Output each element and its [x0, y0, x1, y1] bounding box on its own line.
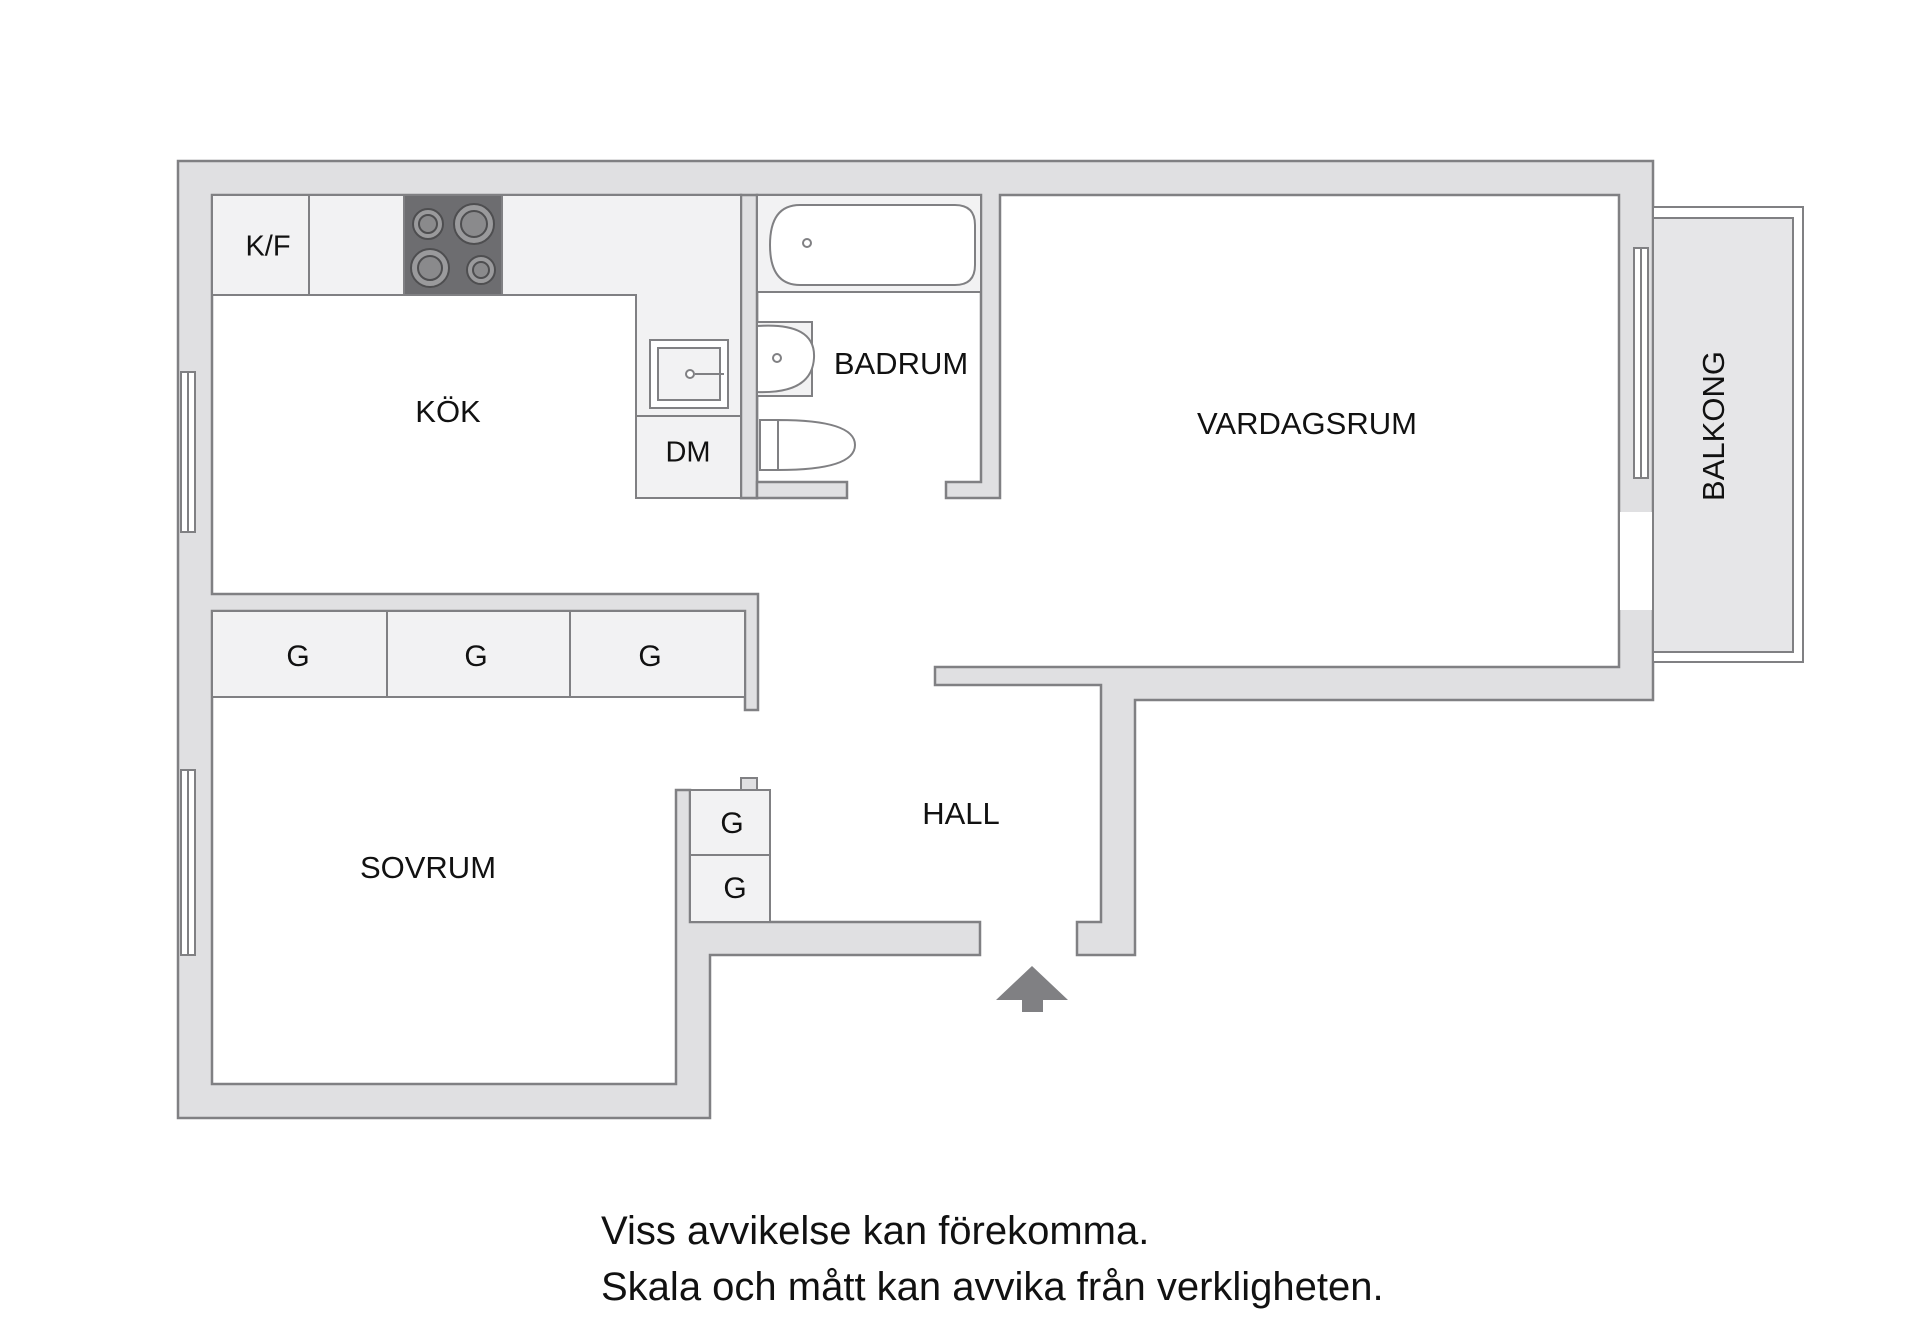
bathroom-label: BADRUM [834, 346, 968, 381]
disclaimer: Viss avvikelse kan förekomma. Skala och … [601, 1203, 1701, 1315]
wardrobe-label: G [464, 640, 487, 673]
wardrobe-5 [689, 854, 771, 923]
living-room-label: VARDAGSRUM [1197, 406, 1417, 441]
fridge-freezer-label: K/F [245, 231, 290, 263]
bath-fixtures [756, 194, 982, 472]
kitchen-bath-wall [739, 193, 759, 500]
balcony [1652, 206, 1804, 663]
wardrobe-4 [689, 789, 771, 856]
wardrobe-3 [569, 610, 746, 698]
kitchen-label: KÖK [415, 394, 481, 429]
disclaimer-line-2: Skala och mått kan avvika från verklighe… [601, 1265, 1384, 1309]
fridge-freezer [211, 194, 310, 296]
wardrobe-label: G [638, 640, 661, 673]
bedroom-label: SOVRUM [360, 850, 496, 885]
wardrobe-label: G [286, 640, 309, 673]
balcony-door [1620, 512, 1653, 610]
disclaimer-line-1: Viss avvikelse kan förekomma. [601, 1209, 1150, 1253]
windows [180, 247, 1653, 956]
bath-south-wall [755, 480, 849, 500]
kitchen-counter [211, 194, 742, 499]
toilet [759, 418, 857, 472]
dishwasher-label: DM [665, 437, 710, 469]
wardrobe-label: G [720, 807, 743, 840]
wardrobes [211, 610, 771, 923]
wardrobe-1 [211, 610, 388, 698]
entrance-arrow-icon [996, 966, 1068, 1012]
room-labels: K/F DM KÖK BADRUM VARDAGSRUM BALKONG G G… [245, 231, 1731, 905]
wardrobe-label: G [723, 872, 746, 905]
wardrobe-2 [386, 610, 571, 698]
dishwasher [635, 415, 742, 499]
balcony-label: BALKONG [1696, 351, 1731, 501]
hall-label: HALL [922, 796, 1000, 831]
